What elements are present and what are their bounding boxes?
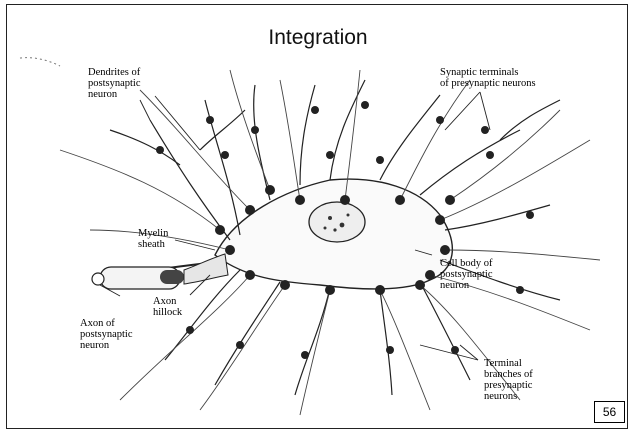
page-number: 56	[594, 401, 625, 423]
axon-end	[92, 273, 104, 285]
label-terminal-branches: Terminal branches of presynaptic neurons	[484, 358, 533, 402]
label-myelin-sheath: Myelin sheath	[138, 228, 168, 250]
axon-group	[92, 254, 228, 289]
label-axon-hillock: Axon hillock	[153, 296, 182, 318]
label-axon: Axon of postsynaptic neuron	[80, 318, 133, 351]
myelin-dark	[160, 270, 184, 284]
scan-mark	[20, 58, 60, 66]
label-synaptic-terminals: Synaptic terminals of presynaptic neuron…	[440, 67, 536, 89]
label-cell-body: Cell body of postsynaptic neuron	[440, 258, 493, 291]
nucleus	[309, 202, 365, 242]
label-dendrites: Dendrites of postsynaptic neuron	[88, 67, 141, 100]
